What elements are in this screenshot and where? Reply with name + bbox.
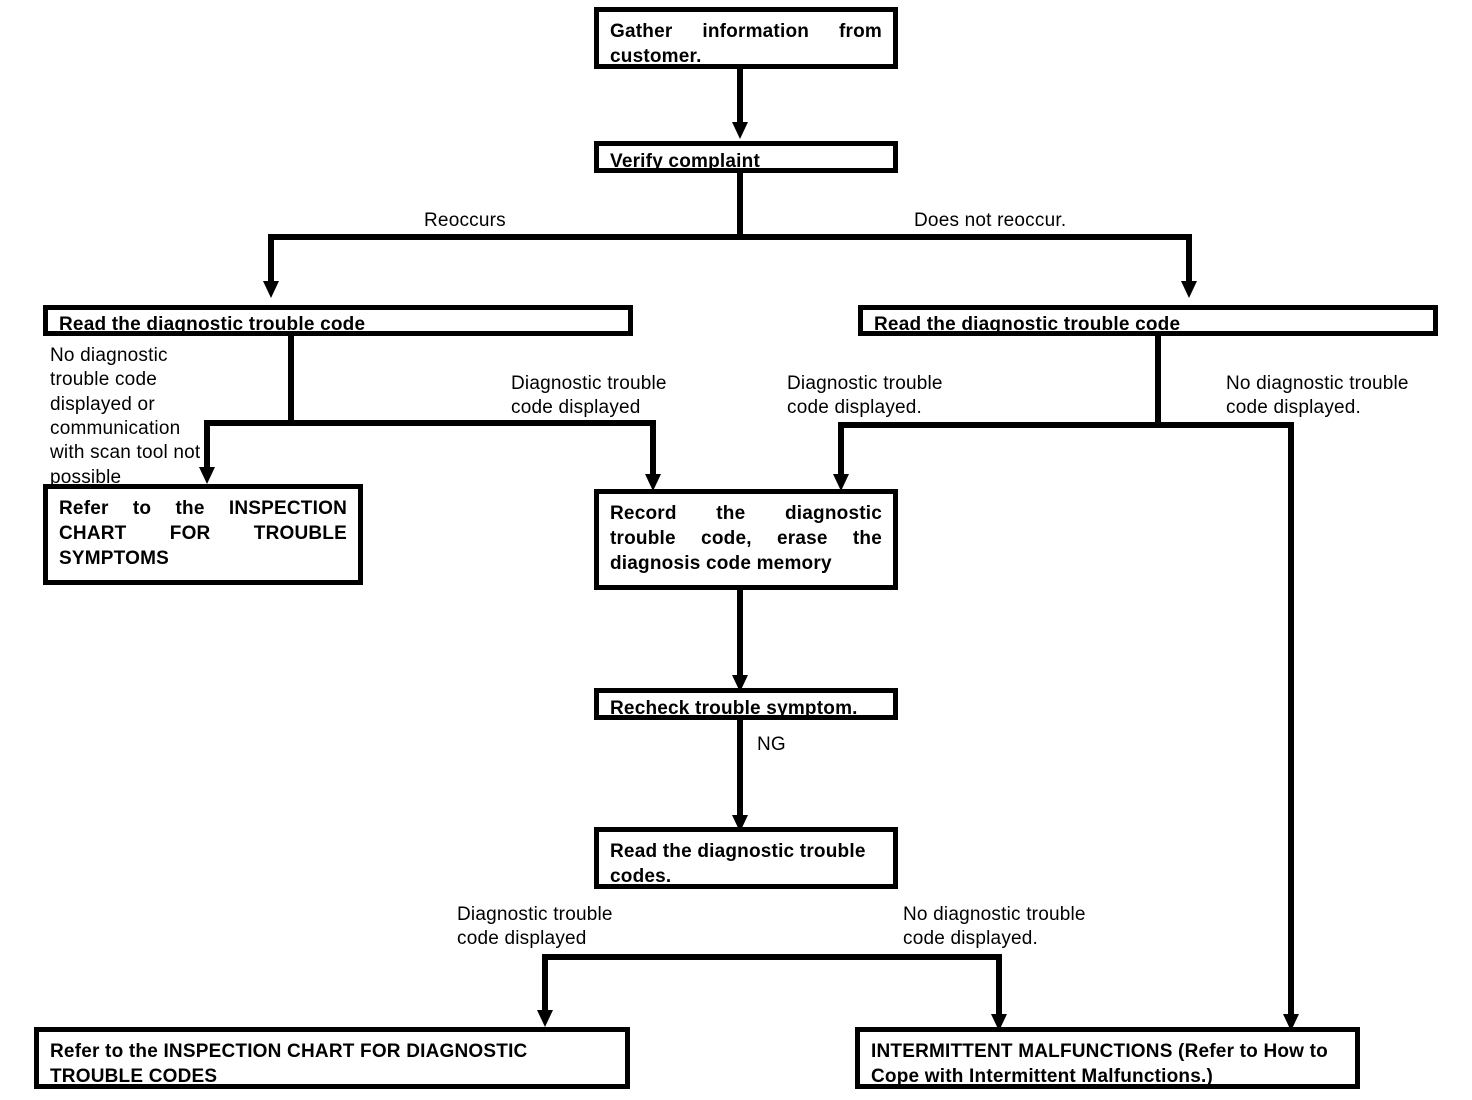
edge-label-reoccurs: Reoccurs [424,210,506,231]
node-read-dtc-left-label: Read the diagnostic trouble code [59,314,366,335]
arrowhead-code-displayed-right [833,474,849,491]
node-record-dtc: Record the diagnostic trouble code, eras… [594,489,898,590]
arrowhead-does-not-reoccur [1181,281,1197,298]
edge-label-does-not-reoccur: Does not reoccur. [914,210,1067,231]
node-recheck-trouble-symptom: Recheck trouble symptom. [594,688,898,720]
connector-code-displayed-bottom-drop [542,954,548,1014]
edge-label-code-displayed-left: Diagnostic trouble code displayed [511,373,667,419]
node-gather-information: Gather information from customer. [594,7,898,69]
node-read-dtc-codes: Read the diagnostic trouble codes. [594,827,898,889]
connector-read-right-stem [1155,336,1161,426]
node-intermittent-malfunctions: INTERMITTENT MALFUNCTIONS (Refer to How … [855,1027,1360,1089]
node-refer-trouble-symptoms-label: Refer to the INSPECTION CHART FOR TROUBL… [59,498,347,570]
node-refer-trouble-symptoms: Refer to the INSPECTION CHART FOR TROUBL… [43,484,363,585]
connector-reoccurs-drop [268,234,274,283]
arrowhead-code-displayed-left [645,474,661,491]
node-intermittent-malfunctions-label: INTERMITTENT MALFUNCTIONS (Refer to How … [871,1041,1328,1088]
node-read-dtc-right-label: Read the diagnostic trouble code [874,314,1181,335]
connector-read-right-split-horizontal [838,422,1294,428]
node-read-dtc-right: Read the diagnostic trouble code [858,305,1438,336]
arrowhead-code-displayed-bottom [537,1010,553,1027]
node-read-dtc-codes-label: Read the diagnostic trouble codes. [610,841,866,888]
connector-read-left-stem [288,336,294,424]
node-read-dtc-left: Read the diagnostic trouble code [43,305,633,336]
arrowhead-reoccurs [263,281,279,298]
arrowhead-record-to-recheck [732,675,748,692]
arrowhead-no-code-left [199,467,215,484]
node-verify-complaint: Verify complaint [594,141,898,173]
edge-label-no-code-right: No diagnostic trouble code displayed. [1226,373,1409,419]
connector-bottom-split-horizontal [542,954,1002,960]
node-refer-dtc-chart: Refer to the INSPECTION CHART FOR DIAGNO… [34,1027,630,1089]
connector-no-code-right-long-drop [1288,422,1294,1018]
connector-read-left-split-horizontal [204,420,656,426]
connector-no-code-left-drop [204,420,210,469]
node-record-dtc-label: Record the diagnostic trouble code, eras… [610,503,882,575]
connector-code-displayed-left-drop [650,420,656,476]
arrowhead-no-code-bottom [991,1014,1007,1031]
arrowhead-no-code-right [1283,1014,1299,1031]
edge-label-no-code-bottom: No diagnostic trouble code displayed. [903,904,1086,950]
node-verify-complaint-label: Verify complaint [610,151,760,172]
connector-gather-to-verify [737,69,743,124]
edge-label-no-code-or-no-communication: No diagnostic trouble code displayed or … [50,345,201,488]
connector-does-not-reoccur-drop [1186,234,1192,283]
connector-code-displayed-right-drop [838,422,844,476]
edge-label-code-displayed-bottom: Diagnostic trouble code displayed [457,904,613,950]
connector-record-to-recheck [737,590,743,677]
connector-verify-split-horizontal [268,234,1192,240]
edge-label-code-displayed-right: Diagnostic trouble code displayed. [787,373,943,419]
node-gather-information-label: Gather information from customer. [610,21,882,68]
connector-recheck-to-read-codes [737,720,743,818]
edge-label-ng: NG [757,734,786,755]
node-refer-dtc-chart-label: Refer to the INSPECTION CHART FOR DIAGNO… [50,1041,528,1088]
arrowhead-gather-to-verify [732,122,748,139]
node-recheck-trouble-symptom-label: Recheck trouble symptom. [610,698,858,719]
connector-verify-stem [737,173,743,239]
connector-no-code-bottom-drop [996,954,1002,1018]
